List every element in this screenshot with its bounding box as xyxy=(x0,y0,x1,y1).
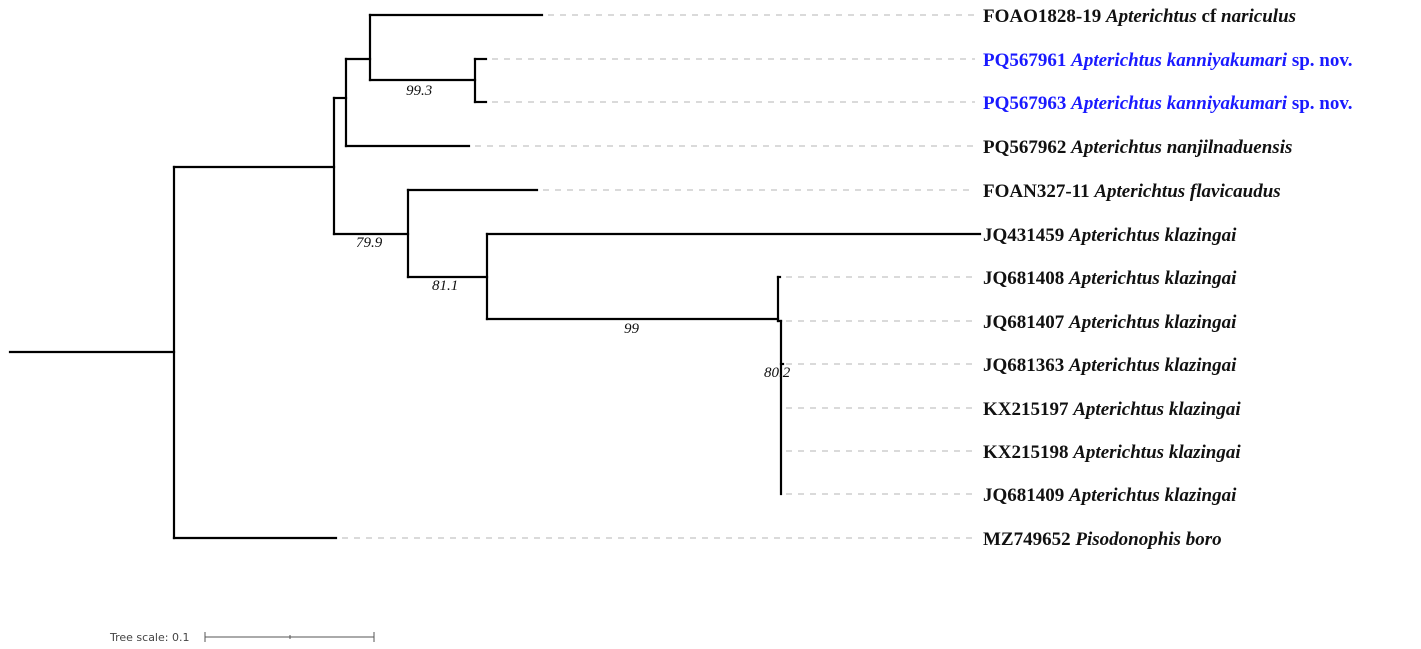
leaf-label: FOAO1828-19 Apterichtus cf nariculus xyxy=(983,6,1296,27)
leaf-genus: Apterichtus xyxy=(1068,355,1160,376)
leaf-label: KX215198 Apterichtus klazingai xyxy=(983,442,1241,463)
support-value: 80.2 xyxy=(764,365,791,381)
leaf-accession: KX215198 xyxy=(983,442,1073,463)
leaf-genus: Apterichtus xyxy=(1093,181,1185,202)
leaf-label: JQ681408 Apterichtus klazingai xyxy=(983,268,1237,289)
leaf-label: PQ567962 Apterichtus nanjilnaduensis xyxy=(983,137,1292,158)
leaf-genus: Apterichtus xyxy=(1070,50,1162,71)
leaf-species: klazingai xyxy=(1160,355,1237,376)
leaf-label: MZ749652 Pisodonophis boro xyxy=(983,529,1222,550)
leaf-accession: PQ567961 xyxy=(983,50,1071,71)
leaf-label: FOAN327-11 Apterichtus flavicaudus xyxy=(983,181,1281,202)
tree-branches xyxy=(8,13,982,540)
leaf-label: PQ567961 Apterichtus kanniyakumari sp. n… xyxy=(983,50,1353,71)
leaf-label: JQ431459 Apterichtus klazingai xyxy=(983,225,1237,246)
support-values: 99.3 79.9 81.1 99 80.2 xyxy=(356,83,791,381)
leaf-genus: Apterichtus xyxy=(1070,137,1162,158)
leaf-label: KX215197 Apterichtus klazingai xyxy=(983,399,1241,420)
leaf-label: PQ567963 Apterichtus kanniyakumari sp. n… xyxy=(983,93,1353,114)
leaf-species: nanjilnaduensis xyxy=(1162,137,1292,158)
leaf-species: kanniyakumari xyxy=(1162,93,1288,114)
leaf-species: klazingai xyxy=(1164,399,1241,420)
leaf-label: JQ681407 Apterichtus klazingai xyxy=(983,312,1237,333)
support-value: 99 xyxy=(624,321,640,337)
tree-scale: Tree scale: 0.1 xyxy=(109,631,375,644)
leaf-suffix: sp. nov. xyxy=(1287,93,1352,114)
leaf-species: boro xyxy=(1181,529,1222,550)
leaf-label: JQ681409 Apterichtus klazingai xyxy=(983,485,1237,506)
leaf-accession: FOAO1828-19 xyxy=(983,6,1106,27)
leaf-species: nariculus xyxy=(1216,6,1296,27)
leaf-species: klazingai xyxy=(1164,442,1241,463)
leaf-genus: Apterichtus xyxy=(1068,485,1160,506)
leaf-genus: Pisodonophis xyxy=(1074,529,1181,550)
leaf-genus: Apterichtus xyxy=(1072,399,1164,420)
leaf-accession: JQ681408 xyxy=(983,268,1069,289)
support-value: 81.1 xyxy=(432,278,458,294)
tree-scale-label: Tree scale: 0.1 xyxy=(109,631,189,644)
leaf-suffix: sp. nov. xyxy=(1287,50,1352,71)
leaf-genus: Apterichtus xyxy=(1070,93,1162,114)
leaf-labels: FOAO1828-19 Apterichtus cf nariculusPQ56… xyxy=(983,6,1353,550)
leaf-accession: JQ681363 xyxy=(983,355,1069,376)
leaf-accession: PQ567962 xyxy=(983,137,1071,158)
leaf-species: flavicaudus xyxy=(1185,181,1281,202)
leaf-genus: Apterichtus xyxy=(1068,268,1160,289)
leaf-accession: JQ681409 xyxy=(983,485,1069,506)
leaf-genus: Apterichtus xyxy=(1105,6,1197,27)
leaf-accession: JQ681407 xyxy=(983,312,1069,333)
leaf-genus: Apterichtus xyxy=(1068,225,1160,246)
leaf-species: klazingai xyxy=(1160,485,1237,506)
leaf-accession: MZ749652 xyxy=(983,529,1075,550)
leaf-species: klazingai xyxy=(1160,312,1237,333)
leaf-label: JQ681363 Apterichtus klazingai xyxy=(983,355,1237,376)
leaf-species: kanniyakumari xyxy=(1162,50,1288,71)
leaf-accession: KX215197 xyxy=(983,399,1073,420)
leaf-accession: FOAN327-11 xyxy=(983,181,1094,202)
leaf-genus: Apterichtus xyxy=(1068,312,1160,333)
leaf-accession: PQ567963 xyxy=(983,93,1071,114)
leaf-species: klazingai xyxy=(1160,268,1237,289)
leaf-guide-lines xyxy=(342,14,975,539)
leaf-qualifier: cf xyxy=(1197,6,1217,27)
leaf-accession: JQ431459 xyxy=(983,225,1069,246)
support-value: 99.3 xyxy=(406,83,432,99)
leaf-genus: Apterichtus xyxy=(1072,442,1164,463)
leaf-species: klazingai xyxy=(1160,225,1237,246)
support-value: 79.9 xyxy=(356,235,383,251)
